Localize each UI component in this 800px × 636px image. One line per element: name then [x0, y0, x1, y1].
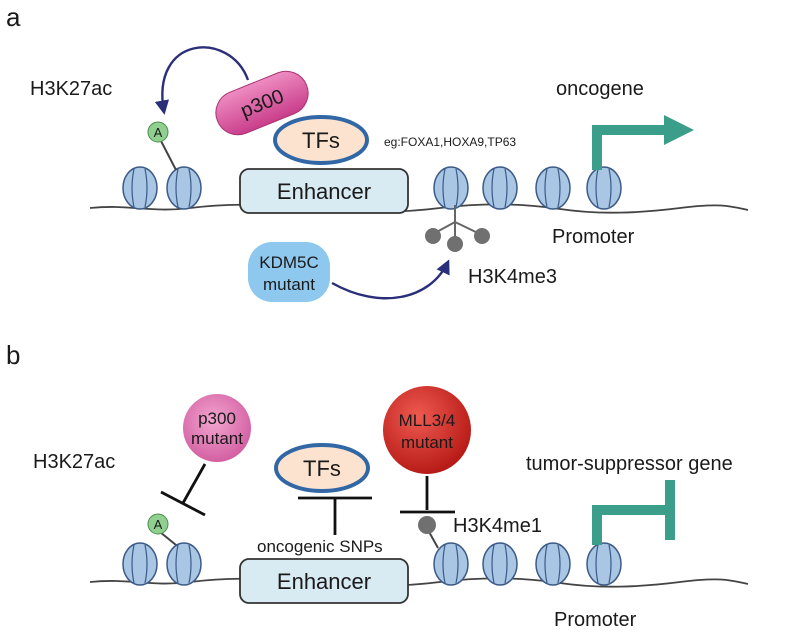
kdm5c-label-line2: mutant	[263, 275, 315, 294]
h3k4me1-mark	[418, 516, 436, 534]
tumor-suppressor-label: tumor-suppressor gene	[526, 453, 733, 475]
tfs-ellipse: TFs	[274, 443, 370, 493]
p300-mutant-line2: mutant	[191, 429, 243, 448]
nucleosome	[166, 166, 202, 210]
enhancer-box: Enhancer	[239, 168, 409, 214]
kdm5c-label-line1: KDM5C	[259, 253, 319, 272]
nucleosome	[433, 166, 469, 210]
nucleosome	[433, 542, 469, 586]
nucleosome	[166, 542, 202, 586]
nucleosome-group	[122, 166, 622, 210]
panel-b: b Enhancer oncogenic SNPs TFs	[6, 340, 749, 631]
nucleosome	[122, 166, 158, 210]
oncogene-arrow	[592, 125, 667, 170]
acetyl-stem	[159, 531, 177, 546]
promoter-label: Promoter	[554, 609, 637, 631]
tfs-ellipse: TFs	[273, 115, 369, 165]
mll34-inhibition-bar	[400, 476, 455, 514]
tfs-label: TFs	[302, 128, 340, 153]
p300-mutant-protein: p300 mutant	[183, 394, 251, 462]
mll34-mutant-line2: mutant	[401, 433, 453, 452]
p300-protein: p300	[215, 70, 309, 136]
snp-inhibition-bar	[298, 496, 372, 535]
oncogene-label: oncogene	[556, 78, 644, 100]
acetyl-mark: A	[147, 513, 169, 535]
h3k4me1-label: H3K4me1	[453, 515, 542, 537]
h3k4me3-marks	[425, 205, 490, 252]
nucleosome	[535, 542, 571, 586]
p300-to-acetyl-arrow	[154, 46, 250, 115]
enhancer-box: Enhancer	[239, 558, 409, 604]
tf-examples-label: eg:FOXA1,HOXA9,TP63	[384, 135, 516, 149]
tumor-suppressor-arrow	[592, 505, 665, 545]
promoter-label: Promoter	[552, 226, 635, 248]
enhancer-label: Enhancer	[277, 569, 371, 594]
h3k4me3-label: H3K4me3	[468, 266, 557, 288]
kdm5c-to-h3k4me3-arrow	[331, 259, 450, 300]
tfs-label: TFs	[303, 456, 341, 481]
panel-letter-a: a	[6, 2, 21, 32]
nucleosome	[586, 542, 622, 586]
enhancer-label: Enhancer	[277, 179, 371, 204]
panel-a: a Enhancer TFs eg:FOXA1,HOXA9,TP63 p300	[6, 2, 749, 302]
h3k27ac-label: H3K27ac	[30, 78, 112, 100]
nucleosome-group	[122, 542, 622, 586]
acetyl-stem	[159, 138, 177, 171]
acetyl-mark-label: A	[154, 517, 163, 532]
acetyl-mark-label: A	[154, 125, 163, 140]
p300-mutant-line1: p300	[198, 409, 236, 428]
oncogene-arrowhead	[664, 115, 694, 145]
panel-letter-b: b	[6, 340, 20, 370]
acetyl-mark: A	[147, 121, 169, 143]
kdm5c-mutant-protein: KDM5C mutant	[248, 242, 330, 302]
nucleosome	[482, 166, 518, 210]
nucleosome	[535, 166, 571, 210]
mll34-mutant-line1: MLL3/4	[399, 411, 456, 430]
h3k27ac-label: H3K27ac	[33, 451, 115, 473]
p300-inhibition-bar	[160, 463, 207, 517]
mll34-mutant-protein: MLL3/4 mutant	[383, 386, 471, 474]
nucleosome	[586, 166, 622, 210]
nucleosome	[122, 542, 158, 586]
nucleosome	[482, 542, 518, 586]
oncogenic-snps-label: oncogenic SNPs	[257, 537, 383, 556]
